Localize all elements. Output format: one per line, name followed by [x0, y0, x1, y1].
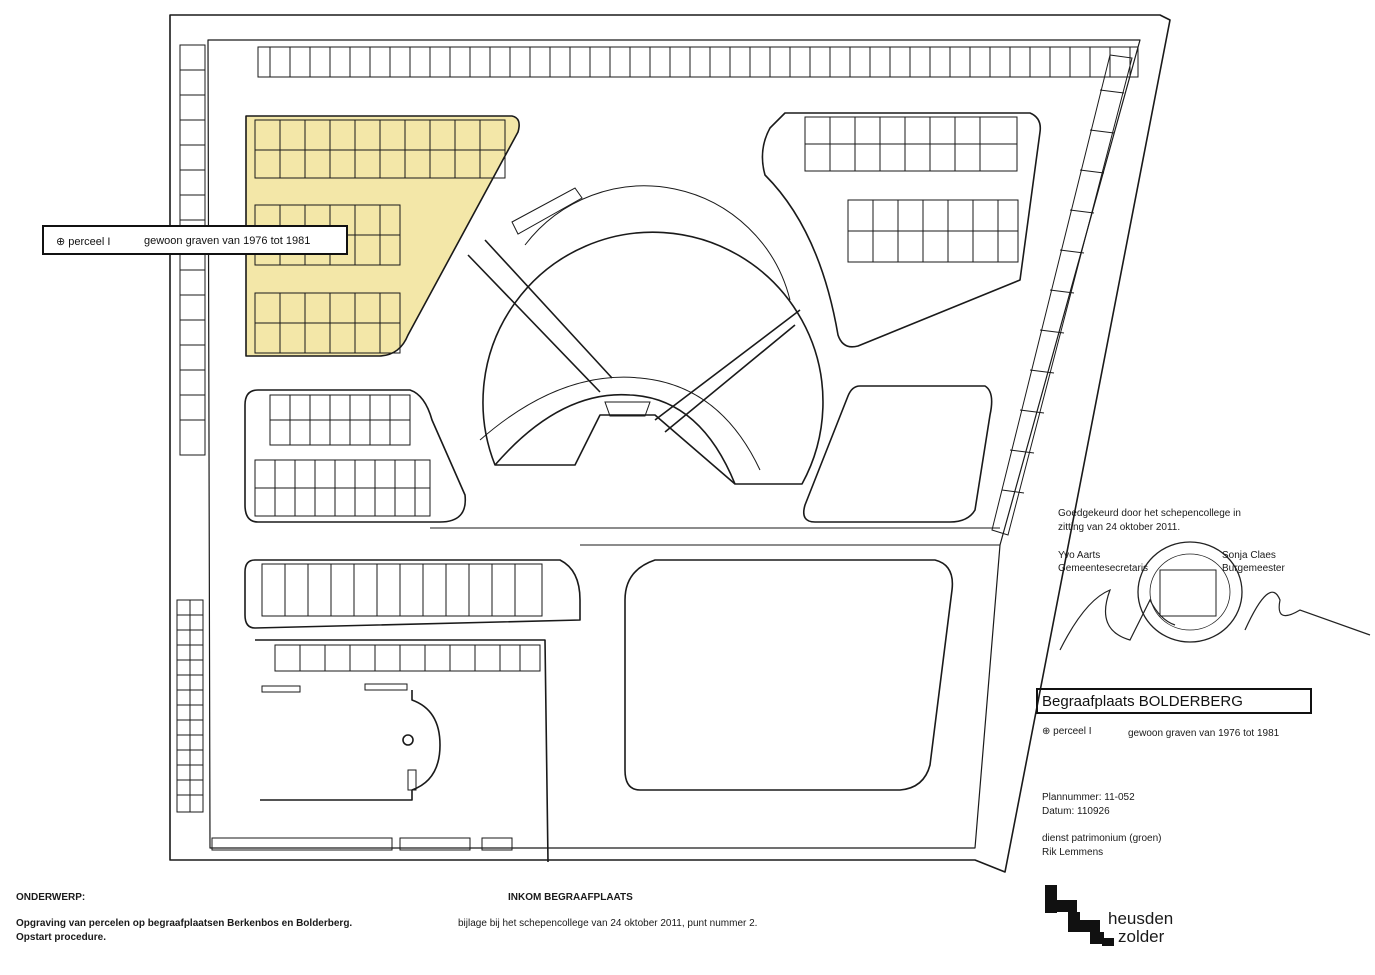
logo-line1: heusden — [1108, 909, 1174, 928]
plan-author: Rik Lemmens — [1042, 847, 1104, 858]
block-lower-left — [244, 559, 581, 629]
callout-parcel: ⊕ perceel I — [56, 236, 111, 248]
subject-label: ONDERWERP: — [16, 892, 86, 903]
block-lower-center — [624, 559, 954, 791]
subject-line2: Opstart procedure. — [16, 932, 107, 943]
official-stamp — [1059, 541, 1371, 651]
entrance-label: INKOM BEGRAAFPLAATS — [508, 892, 633, 903]
signature-right — [1244, 591, 1371, 636]
annex-line: bijlage bij het schepencollege van 24 ok… — [458, 918, 758, 929]
logo-line2: zolder — [1118, 927, 1165, 946]
top-grave-row — [257, 46, 1139, 78]
approval-line1: Goedgekeurd door het schepencollege in — [1058, 508, 1241, 519]
inner-path — [207, 39, 1141, 849]
legend-title: Begraafplaats BOLDERBERG — [1036, 688, 1312, 714]
subject-line1: Opgraving van percelen op begraafplaatse… — [16, 918, 353, 929]
plan-date: Datum: 110926 — [1042, 806, 1110, 817]
legend-parcel: ⊕ perceel I — [1042, 726, 1092, 737]
plan-number: Plannummer: 11-052 — [1042, 792, 1135, 803]
approval-left-name: Yvo Aarts — [1058, 550, 1101, 561]
legend-description: gewoon graven van 1976 tot 1981 — [1128, 728, 1280, 739]
parcel-callout: ⊕ perceel I gewoon graven van 1976 tot 1… — [42, 225, 348, 255]
middle-left-graves — [254, 394, 431, 517]
block-top-right — [761, 112, 1042, 348]
central-circle — [482, 231, 824, 485]
approval-right-name: Sonja Claes — [1222, 550, 1276, 561]
top-right-graves — [804, 116, 1019, 263]
municipality-logo-mark — [1045, 885, 1114, 946]
parcel-i-area — [245, 115, 520, 357]
small-grave-strips — [261, 683, 417, 791]
block-middle-right — [802, 385, 993, 523]
lower-left-graves — [261, 563, 543, 672]
plan-service: dienst patrimonium (groen) — [1042, 833, 1162, 844]
block-middle-left — [244, 389, 467, 523]
chapel-outline — [260, 690, 441, 801]
approval-line2: zitting van 24 oktober 2011. — [1058, 522, 1181, 533]
approval-left-role: Gemeentesecretaris — [1058, 563, 1149, 574]
circle-arc-graves — [511, 187, 651, 417]
right-diagonal-grave-row — [991, 54, 1133, 536]
block-bottom-left — [255, 639, 549, 863]
approval-right-role: Burgemeester — [1222, 563, 1285, 574]
left-grave-column-lower — [176, 599, 204, 813]
callout-description: gewoon graven van 1976 tot 1981 — [144, 235, 311, 247]
bottom-grave-row — [211, 837, 513, 851]
signature-left — [1059, 588, 1176, 651]
